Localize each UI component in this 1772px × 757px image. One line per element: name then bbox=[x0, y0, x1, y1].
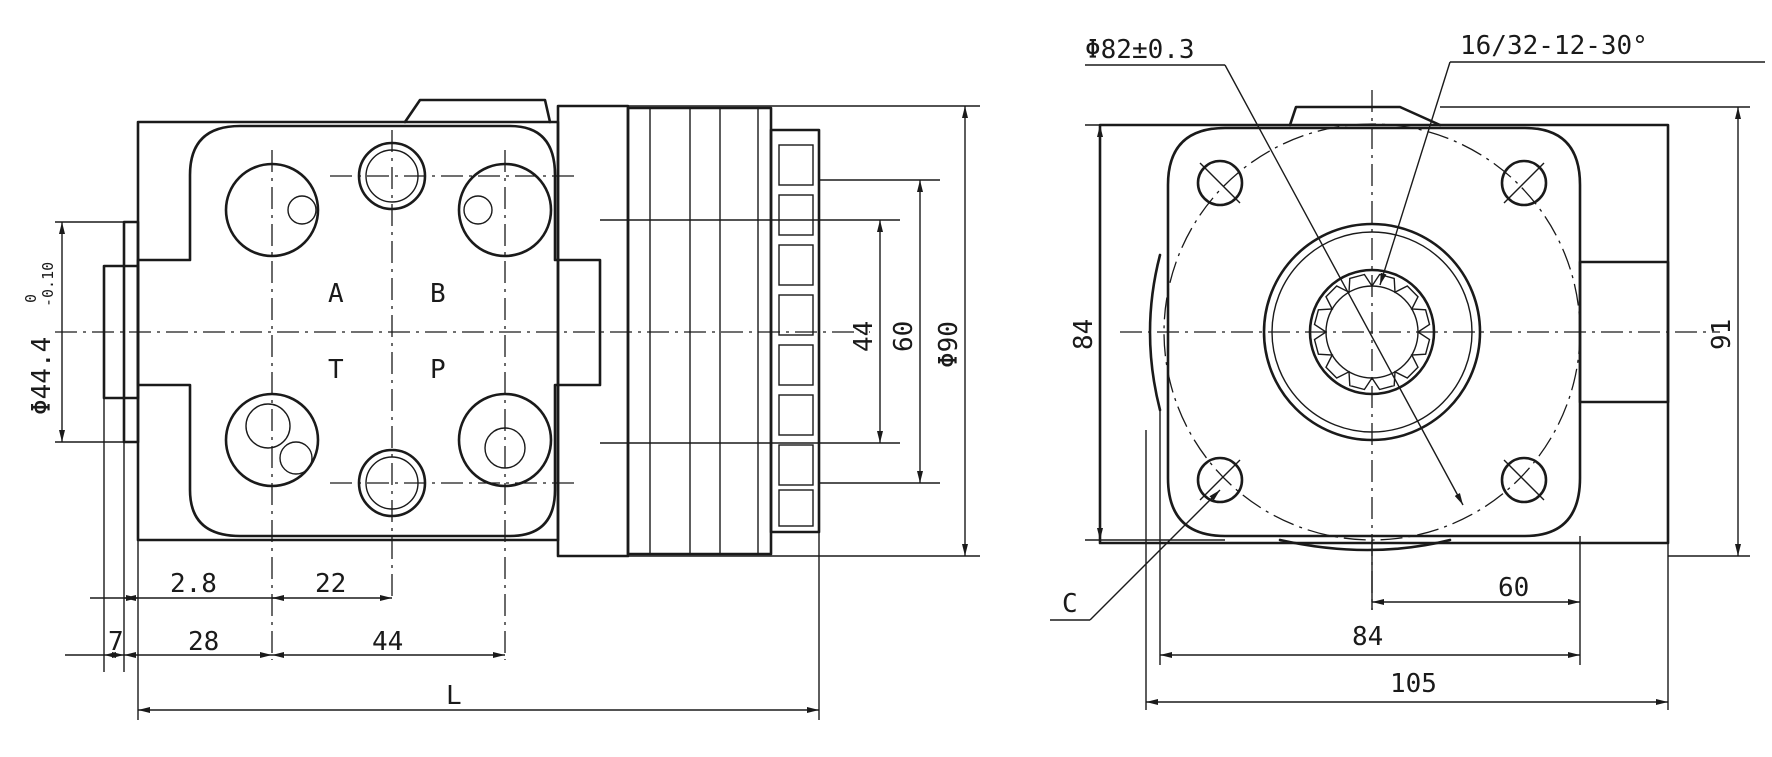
end-cap-bolt bbox=[778, 344, 814, 386]
side-housing bbox=[1098, 123, 1670, 545]
end-cap-bolt bbox=[778, 194, 814, 236]
bolt-mark bbox=[1199, 162, 1241, 204]
c-leader bbox=[1089, 489, 1221, 621]
dim-91: 91 bbox=[1707, 319, 1737, 350]
bolt-mark bbox=[1503, 459, 1545, 501]
bolt-hole bbox=[1500, 159, 1548, 207]
dim-2-8: 2.8 bbox=[170, 569, 217, 599]
dim-c-label: C bbox=[1062, 589, 1078, 619]
dim-28: 28 bbox=[188, 627, 219, 657]
end-cap-bolt bbox=[778, 144, 814, 186]
dim-44-h: 44 bbox=[372, 627, 403, 657]
front-view: A B T P Φ44.4 0 -0.10 44 60 Φ90 2 bbox=[22, 98, 980, 720]
end-cap-bolt bbox=[778, 244, 814, 286]
top-boss bbox=[403, 98, 552, 124]
svg-text:Φ44.4: Φ44.4 bbox=[27, 337, 57, 415]
end-cap-bolt bbox=[778, 444, 814, 486]
dim-84-v: 84 bbox=[1069, 319, 1099, 350]
manifold-face bbox=[136, 124, 602, 538]
dim-60-v: 60 bbox=[889, 321, 919, 352]
port-a-hole bbox=[287, 195, 317, 225]
dim-84-h: 84 bbox=[1352, 622, 1383, 652]
side-top-boss bbox=[1288, 105, 1442, 127]
body-section bbox=[556, 104, 630, 558]
dim-bolt-circle: Φ82±0.3 bbox=[1085, 35, 1195, 65]
svg-text:0: 0 bbox=[22, 294, 40, 303]
port-label-p: P bbox=[430, 355, 446, 385]
bolt-hole bbox=[1196, 456, 1244, 504]
end-cap-bolt bbox=[778, 394, 814, 436]
dim-phi90: Φ90 bbox=[934, 321, 964, 368]
svg-text:-0.10: -0.10 bbox=[39, 262, 57, 307]
end-cap bbox=[769, 128, 821, 534]
port-label-b: B bbox=[430, 279, 446, 309]
dim-44-v: 44 bbox=[849, 321, 879, 352]
housing-outline bbox=[136, 120, 560, 542]
bolt-circle-leader bbox=[1224, 64, 1464, 506]
pilot-dia-label: Φ44.4 0 -0.10 bbox=[22, 262, 57, 415]
bolt-hole bbox=[1196, 159, 1244, 207]
bolt-hole bbox=[1500, 456, 1548, 504]
end-cap-bolt bbox=[778, 294, 814, 336]
dim-7: 7 bbox=[108, 627, 124, 657]
dim-60-h: 60 bbox=[1498, 573, 1529, 603]
side-view: Φ82±0.3 16/32-12-30° 84 91 60 84 105 C bbox=[1050, 31, 1765, 710]
side-bottom-bulge bbox=[1278, 538, 1452, 552]
spline-leader bbox=[1379, 61, 1451, 286]
dim-105: 105 bbox=[1390, 669, 1437, 699]
dim-spline: 16/32-12-30° bbox=[1460, 31, 1648, 61]
port-label-a: A bbox=[328, 279, 344, 309]
port-t-hole bbox=[245, 403, 291, 449]
dim-22: 22 bbox=[315, 569, 346, 599]
dim-l: L bbox=[446, 681, 462, 711]
end-cap-bolt bbox=[778, 489, 814, 527]
port-b-hole bbox=[463, 195, 493, 225]
bolt-mark bbox=[1199, 459, 1241, 501]
port-label-t: T bbox=[328, 355, 344, 385]
mounting-flange bbox=[1166, 126, 1582, 538]
port-t-hole2 bbox=[279, 441, 313, 475]
bolt-mark bbox=[1503, 162, 1545, 204]
